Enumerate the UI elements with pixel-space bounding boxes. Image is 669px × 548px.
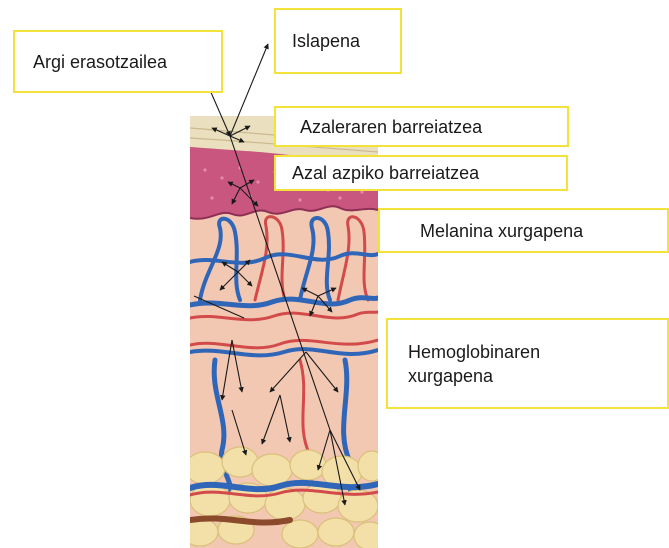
- reflection-text: Islapena: [292, 29, 360, 53]
- melanin-absorption-label: Melanina xurgapena: [378, 208, 669, 253]
- subsurface-scattering-text: Azal azpiko barreiatzea: [292, 161, 479, 185]
- melanin-absorption-text: Melanina xurgapena: [420, 219, 583, 243]
- hemoglobin-absorption-line1: Hemoglobinaren: [408, 342, 540, 362]
- incident-light-text: Argi erasotzailea: [33, 50, 167, 74]
- subsurface-scattering-label: Azal azpiko barreiatzea: [274, 155, 568, 191]
- hemoglobin-absorption-line2: xurgapena: [408, 366, 493, 386]
- incident-light-label: Argi erasotzailea: [13, 30, 223, 93]
- surface-scattering-label: Azaleraren barreiatzea: [274, 106, 569, 147]
- surface-scattering-text: Azaleraren barreiatzea: [300, 115, 482, 139]
- hemoglobin-absorption-text: Hemoglobinaren xurgapena: [408, 340, 540, 388]
- fat-layer: [182, 447, 386, 548]
- hemoglobin-absorption-label: Hemoglobinaren xurgapena: [386, 318, 669, 409]
- reflection-label: Islapena: [274, 8, 402, 74]
